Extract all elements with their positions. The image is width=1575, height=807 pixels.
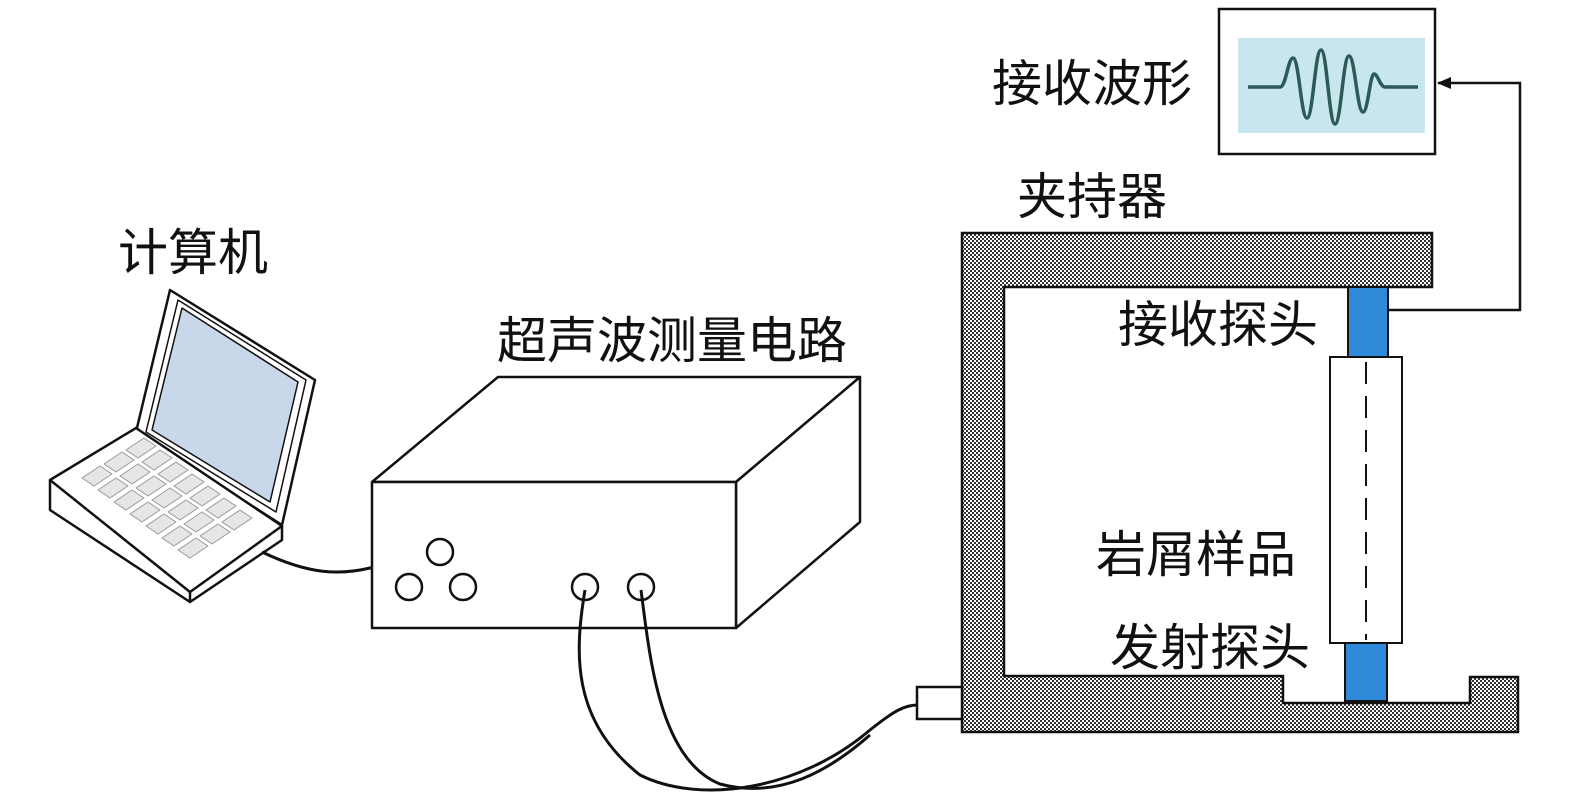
- label-rock-sample: 岩屑样品: [1096, 526, 1296, 584]
- label-computer: 计算机: [118, 224, 268, 282]
- waveform-trace: [1248, 48, 1418, 126]
- holder-connector: [915, 685, 964, 721]
- label-receiving-probe: 接收探头: [1118, 296, 1318, 354]
- ultrasonic-circuit-box: [370, 375, 862, 630]
- label-transmitting-probe: 发射探头: [1110, 619, 1310, 677]
- transmitting-probe: [1344, 642, 1388, 702]
- holder-frame: [960, 231, 1520, 734]
- port-right: [448, 572, 478, 602]
- cable-circuit-2: [639, 589, 871, 790]
- port-probe-1: [570, 572, 600, 602]
- receiving-probe: [1347, 286, 1389, 358]
- port-computer: [425, 537, 455, 567]
- cable-circuit-1: [577, 589, 919, 792]
- label-holder: 夹持器: [1017, 168, 1167, 226]
- signal-line-receiver-to-display: [1388, 77, 1522, 312]
- laptop-keyboard: [81, 437, 253, 559]
- laptop-screen: [151, 307, 299, 503]
- label-received-waveform: 接收波形: [992, 55, 1192, 113]
- laptop-computer: [48, 288, 317, 604]
- holder-shape: [960, 231, 1520, 734]
- port-left: [394, 572, 424, 602]
- label-ultrasonic-circuit: 超声波测量电路: [497, 312, 847, 370]
